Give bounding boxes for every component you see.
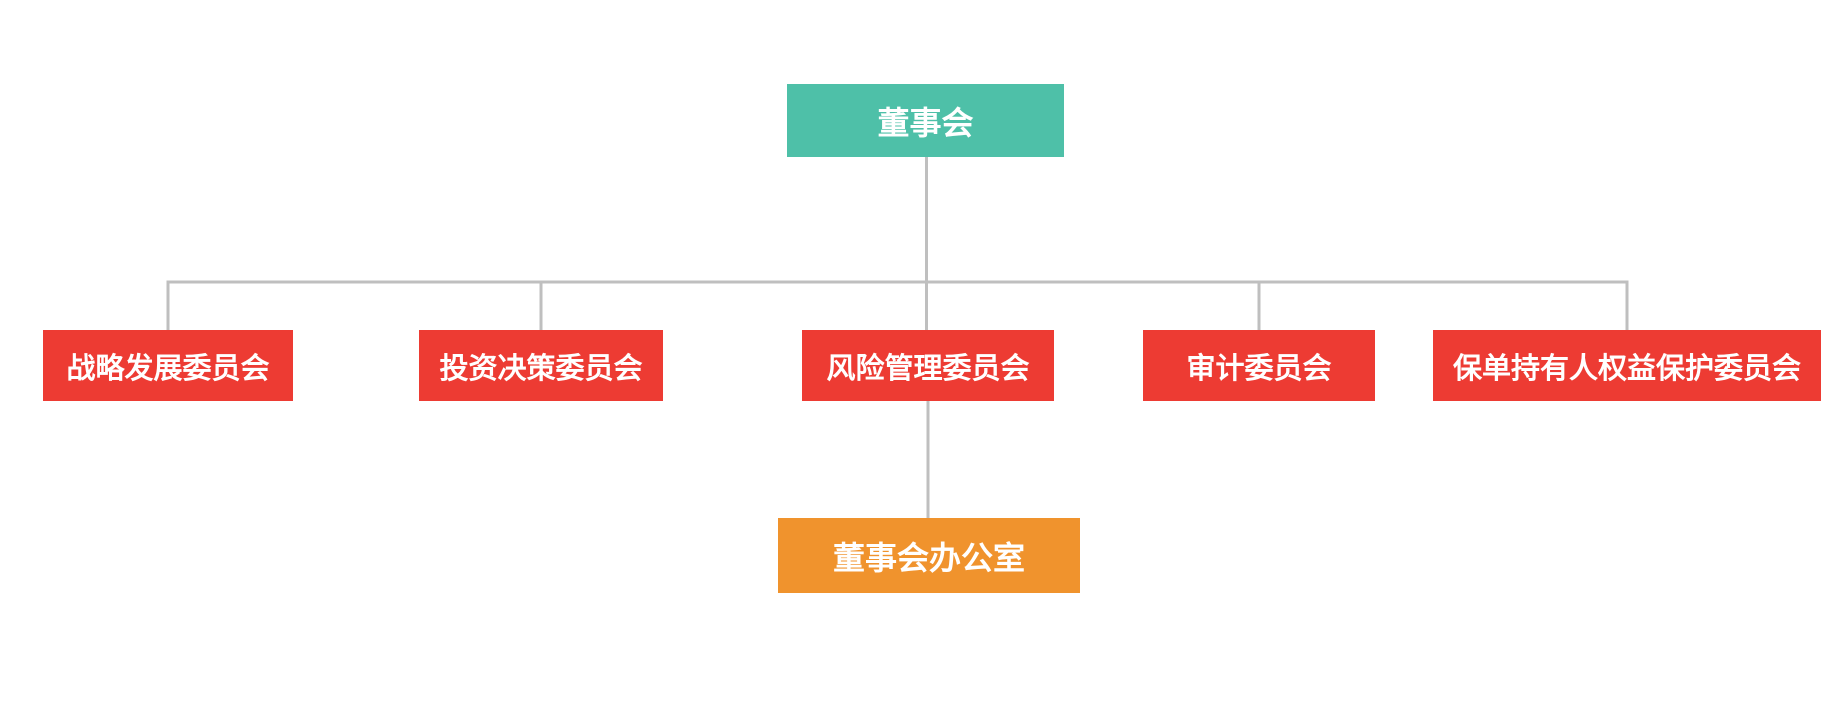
org-node-board-of-directors: 董事会 xyxy=(787,84,1064,157)
org-node-label: 审计委员会 xyxy=(1186,352,1332,385)
org-node-label: 战略发展委员会 xyxy=(66,352,270,385)
org-node-audit-committee: 审计委员会 xyxy=(1143,330,1375,401)
org-node-label: 风险管理委员会 xyxy=(826,352,1030,385)
org-node-investment-decision-committee: 投资决策委员会 xyxy=(419,330,663,401)
org-node-label: 保单持有人权益保护委员会 xyxy=(1452,352,1801,385)
org-node-label: 董事会 xyxy=(877,104,974,141)
org-node-strategic-development-committee: 战略发展委员会 xyxy=(43,330,293,401)
org-node-risk-management-committee: 风险管理委员会 xyxy=(802,330,1054,401)
org-node-policyholder-rights-protection-committee: 保单持有人权益保护委员会 xyxy=(1433,330,1821,401)
org-node-label: 投资决策委员会 xyxy=(439,352,643,385)
org-node-board-office: 董事会办公室 xyxy=(778,518,1080,593)
org-node-label: 董事会办公室 xyxy=(832,539,1025,576)
